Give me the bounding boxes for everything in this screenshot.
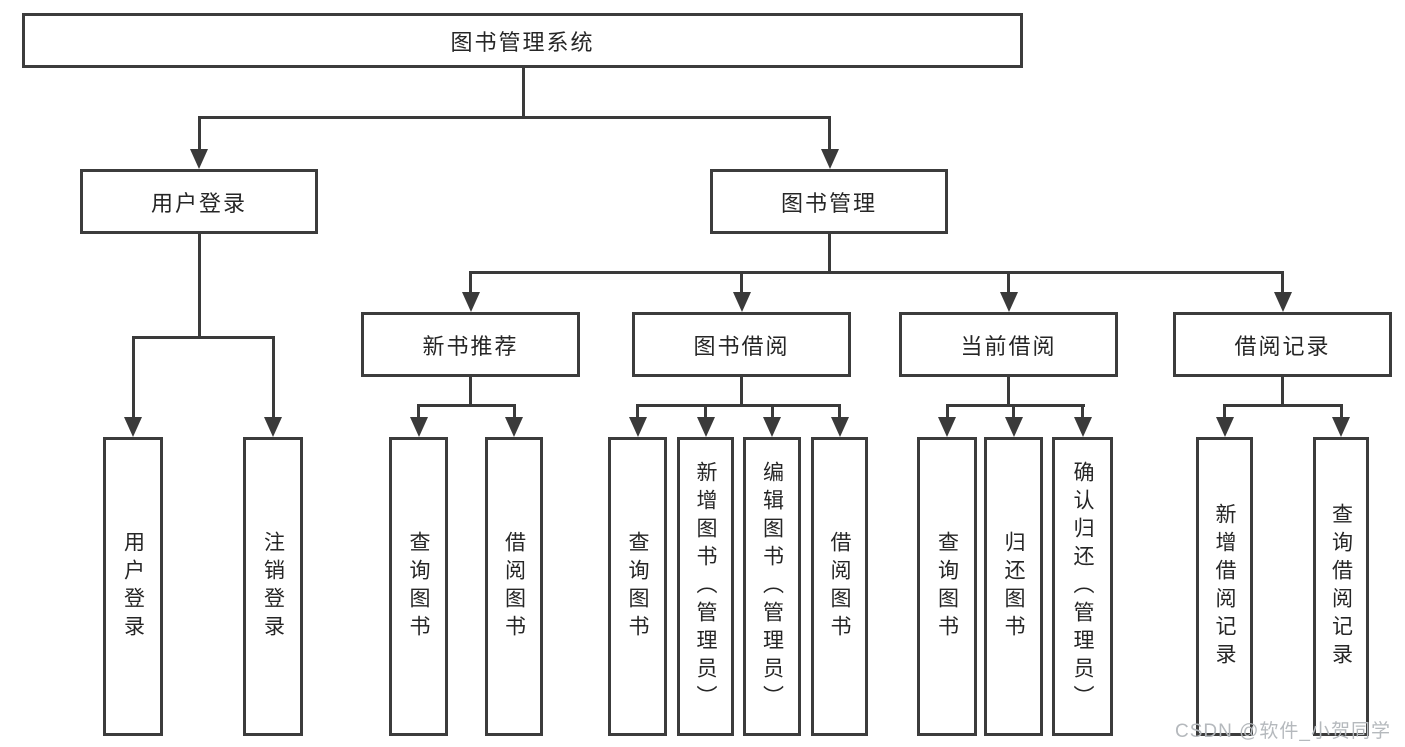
leaf-label: 查询图书 <box>935 530 959 643</box>
connector-stem <box>636 404 639 418</box>
node-borrowing-records: 借阅记录 <box>1173 312 1392 377</box>
connector-stem <box>417 404 420 418</box>
leaf-borrow-books-recommend: 借阅图书 <box>485 437 543 736</box>
arrow-down-icon <box>1332 417 1350 437</box>
connector-stem-leaf-user-login <box>131 336 135 418</box>
connector-userlogin-hbar <box>131 336 275 339</box>
leaf-edit-book-admin: 编辑图书（管理员） <box>743 437 801 736</box>
leaf-label: 查询借阅记录 <box>1329 502 1353 671</box>
arrow-down-icon <box>732 292 751 312</box>
arrow-down-icon <box>409 417 428 437</box>
connector-newbook-stub <box>469 377 472 407</box>
leaf-label: 查询图书 <box>407 530 430 643</box>
connector-bookmgmt-stub <box>827 234 831 274</box>
connector-stem-book-management <box>827 116 831 150</box>
connector-bookborrow-stub <box>740 377 743 407</box>
arrow-down-icon <box>999 292 1018 312</box>
leaf-label: 确认归还（管理员） <box>1071 460 1094 713</box>
leaf-query-books-recommend: 查询图书 <box>389 437 448 736</box>
leaf-borrow-books: 借阅图书 <box>811 437 868 736</box>
leaf-label: 借阅图书 <box>502 530 526 643</box>
leaf-logout: 注销登录 <box>243 437 303 736</box>
leaf-query-books-borrowing: 查询图书 <box>608 437 667 736</box>
arrow-down-icon <box>461 292 480 312</box>
connector-stem <box>1081 404 1084 418</box>
leaf-add-book-admin: 新增图书（管理员） <box>677 437 734 736</box>
connector-stem-leaf-logout <box>271 336 275 418</box>
leaf-label: 归还图书 <box>1002 530 1025 643</box>
arrow-down-icon <box>938 417 956 437</box>
connector-root-hbar <box>197 116 831 119</box>
arrow-down-icon <box>190 149 208 169</box>
connector-bookmgmt-hbar <box>469 271 1283 274</box>
node-book-management: 图书管理 <box>710 169 948 234</box>
connector-bookborrow-hbar <box>636 404 841 407</box>
connector-stem-new-book <box>469 271 472 293</box>
arrow-down-icon <box>830 417 849 437</box>
leaf-label: 查询图书 <box>626 530 649 643</box>
arrow-down-icon <box>264 417 282 437</box>
arrow-down-icon <box>1273 292 1292 312</box>
connector-root-stub <box>521 68 525 118</box>
leaf-label: 借阅图书 <box>828 530 851 643</box>
node-new-book-recommend: 新书推荐 <box>361 312 580 377</box>
leaf-label: 新增借阅记录 <box>1213 502 1236 671</box>
arrow-down-icon <box>1004 417 1023 437</box>
connector-stem <box>945 404 949 418</box>
node-current-borrowing: 当前借阅 <box>899 312 1118 377</box>
leaf-confirm-return-admin: 确认归还（管理员） <box>1052 437 1113 736</box>
connector-stem <box>1339 404 1343 418</box>
arrow-down-icon <box>696 417 715 437</box>
arrow-down-icon <box>1215 417 1234 437</box>
connector-stem-book-borrow <box>740 271 743 293</box>
arrow-down-icon <box>1073 417 1092 437</box>
arrow-down-icon <box>505 417 523 437</box>
connector-stem <box>1012 404 1015 418</box>
leaf-label: 编辑图书（管理员） <box>760 460 784 713</box>
connector-currentborrow-hbar <box>945 404 1085 407</box>
connector-stem <box>1223 404 1226 418</box>
connector-stem <box>838 404 841 418</box>
connector-records-stub <box>1281 377 1284 407</box>
connector-stem-current-borrow <box>1007 271 1010 293</box>
connector-stem <box>512 404 516 418</box>
connector-records-hbar <box>1223 404 1343 407</box>
arrow-down-icon <box>628 417 647 437</box>
arrow-down-icon <box>820 149 839 169</box>
leaf-label: 用户登录 <box>121 530 145 643</box>
connector-stem <box>704 404 707 418</box>
connector-stem <box>770 404 774 418</box>
csdn-watermark: CSDN @软件_小贺同学 <box>1175 721 1391 742</box>
leaf-label: 注销登录 <box>261 530 285 643</box>
arrow-down-icon <box>124 417 142 437</box>
connector-userlogin-stub <box>197 234 201 339</box>
node-user-login: 用户登录 <box>80 169 318 234</box>
connector-stem-borrow-records <box>1281 271 1284 293</box>
leaf-add-borrow-record: 新增借阅记录 <box>1196 437 1253 736</box>
arrow-down-icon <box>763 417 781 437</box>
node-book-borrowing: 图书借阅 <box>632 312 851 377</box>
leaf-label: 新增图书（管理员） <box>694 460 717 713</box>
leaf-return-books: 归还图书 <box>984 437 1043 736</box>
connector-currentborrow-stub <box>1007 377 1010 407</box>
leaf-query-borrow-record: 查询借阅记录 <box>1313 437 1369 736</box>
node-root: 图书管理系统 <box>22 13 1023 68</box>
connector-newbook-hbar <box>417 404 516 407</box>
connector-stem-user-login <box>197 116 201 150</box>
leaf-query-books-current: 查询图书 <box>917 437 977 736</box>
leaf-user-login: 用户登录 <box>103 437 163 736</box>
